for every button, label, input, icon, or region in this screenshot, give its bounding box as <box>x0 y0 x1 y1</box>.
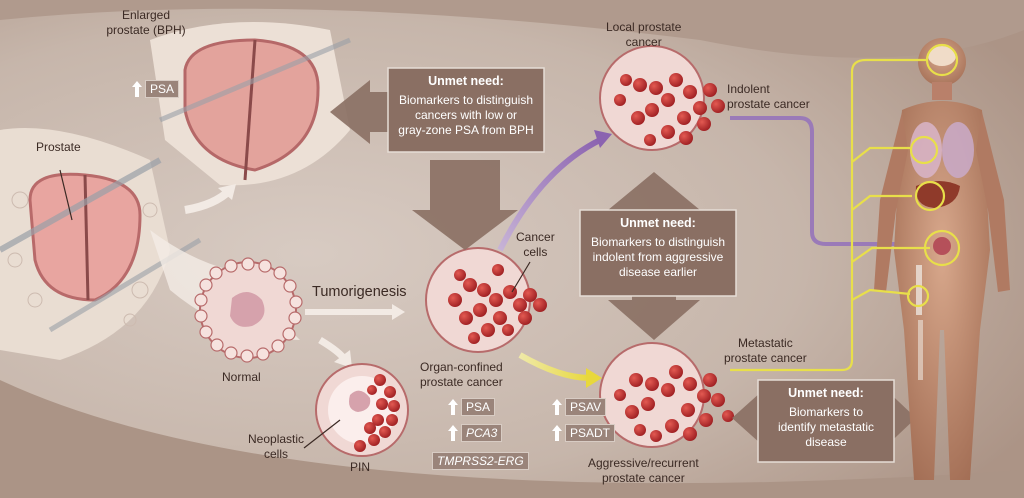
label-metastatic: Metastatic prostate cancer <box>724 336 807 365</box>
label-pin: PIN <box>350 460 371 474</box>
label-neoplastic-cells: Neoplastic cells <box>248 432 305 461</box>
marker-text: PSAV <box>565 398 607 416</box>
unmet-need-body: Biomarkers to distinguish cancers with l… <box>398 93 534 137</box>
label-tumorigenesis: Tumorigenesis <box>312 284 407 300</box>
marker-psav: PSAV <box>552 398 607 416</box>
unmet-need-title: Unmet need: <box>620 216 696 230</box>
marker-psadt: PSADT <box>552 424 616 442</box>
label-organ-confined: Organ-confined prostate cancer <box>420 360 503 389</box>
marker-psa: PSA <box>448 398 496 416</box>
unmet-need-title: Unmet need: <box>788 386 864 400</box>
marker-text: TMPRSS2-ERG <box>432 452 529 470</box>
up-arrow-icon <box>448 425 458 441</box>
unmet-need-title: Unmet need: <box>428 74 504 88</box>
unmet-need-box-metastatic: Unmet need: Biomarkers to identify metas… <box>758 386 894 450</box>
marker-bph-psa: PSA <box>132 80 180 98</box>
up-arrow-icon <box>552 425 562 441</box>
label-prostate: Prostate <box>36 140 81 154</box>
unmet-need-box-indolent: Unmet need: Biomarkers to distinguish in… <box>580 216 736 280</box>
label-cancer-cells: Cancer cells <box>516 230 555 259</box>
unmet-need-body: Biomarkers to distinguish indolent from … <box>590 235 726 279</box>
label-indolent: Indolent prostate cancer <box>727 82 810 111</box>
unmet-need-box-bph: Unmet need: Biomarkers to distinguish ca… <box>388 74 544 138</box>
up-arrow-icon <box>552 399 562 415</box>
marker-text: PSA <box>145 80 180 98</box>
label-local-cancer: Local prostate cancer <box>606 20 682 49</box>
marker-pca3: PCA3 <box>448 424 503 442</box>
up-arrow-icon <box>132 81 142 97</box>
label-enlarged-prostate: Enlarged prostate (BPH) <box>106 8 186 37</box>
up-arrow-icon <box>448 399 458 415</box>
marker-text: PCA3 <box>461 424 503 442</box>
label-aggressive: Aggressive/recurrent prostate cancer <box>588 456 699 485</box>
label-normal: Normal <box>222 370 261 384</box>
marker-text: PSADT <box>565 424 616 442</box>
marker-tmprss2: TMPRSS2-ERG <box>432 452 529 470</box>
marker-text: PSA <box>461 398 496 416</box>
unmet-need-body: Biomarkers to identify metastatic diseas… <box>777 405 875 449</box>
